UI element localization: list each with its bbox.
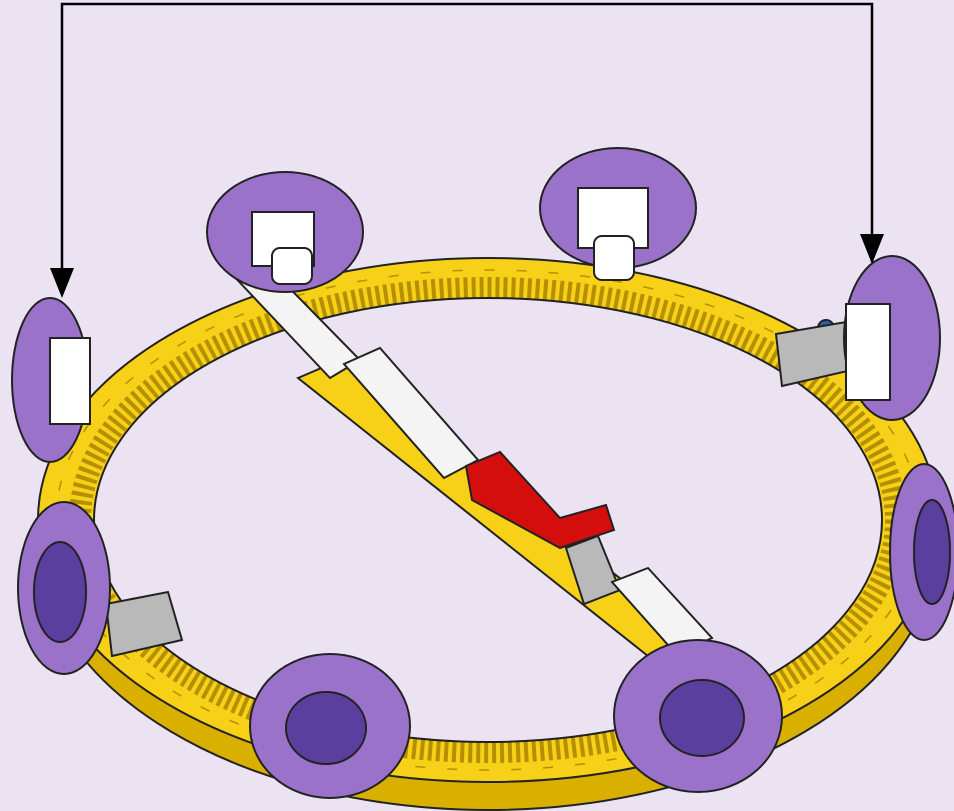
callout-arrows [50, 2, 884, 298]
wheel-left-bottom [17, 501, 111, 675]
wheel-top-left [206, 171, 364, 293]
wheel-bottom-right [613, 639, 783, 793]
callout-bracket-line [60, 2, 874, 270]
bracket-left [49, 337, 91, 425]
wheels [11, 147, 954, 799]
wheel-top-right [539, 147, 697, 281]
red-l-beam [464, 450, 616, 550]
arrow-down-right-icon [860, 234, 884, 264]
bracket-right [845, 303, 891, 401]
wheel-right-bottom [889, 463, 954, 641]
white-beam-3 [610, 566, 714, 656]
wheel-left-top [11, 297, 91, 463]
gray-beam-left [104, 590, 184, 658]
wheel-right-top [843, 255, 941, 421]
arrow-down-left-icon [50, 268, 74, 298]
wheel-bottom-left [249, 653, 411, 799]
